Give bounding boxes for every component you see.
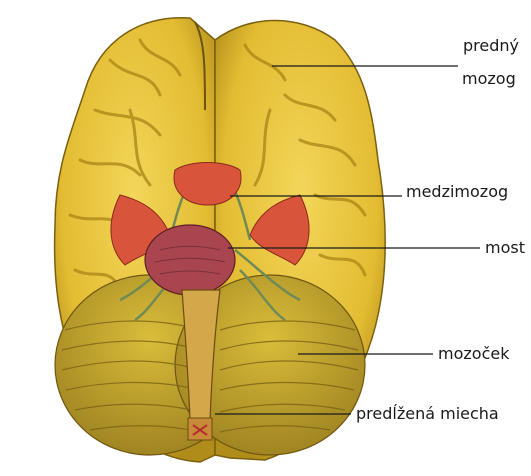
label-cerebellum: mozoček bbox=[438, 346, 509, 362]
pons-region bbox=[145, 225, 235, 295]
label-forebrain-line2: mozog bbox=[462, 71, 516, 87]
label-pons: most bbox=[485, 240, 525, 256]
label-medulla: predĺžená miecha bbox=[356, 406, 499, 422]
label-diencephalon: medzimozog bbox=[406, 184, 508, 200]
label-forebrain: predný bbox=[463, 38, 519, 54]
